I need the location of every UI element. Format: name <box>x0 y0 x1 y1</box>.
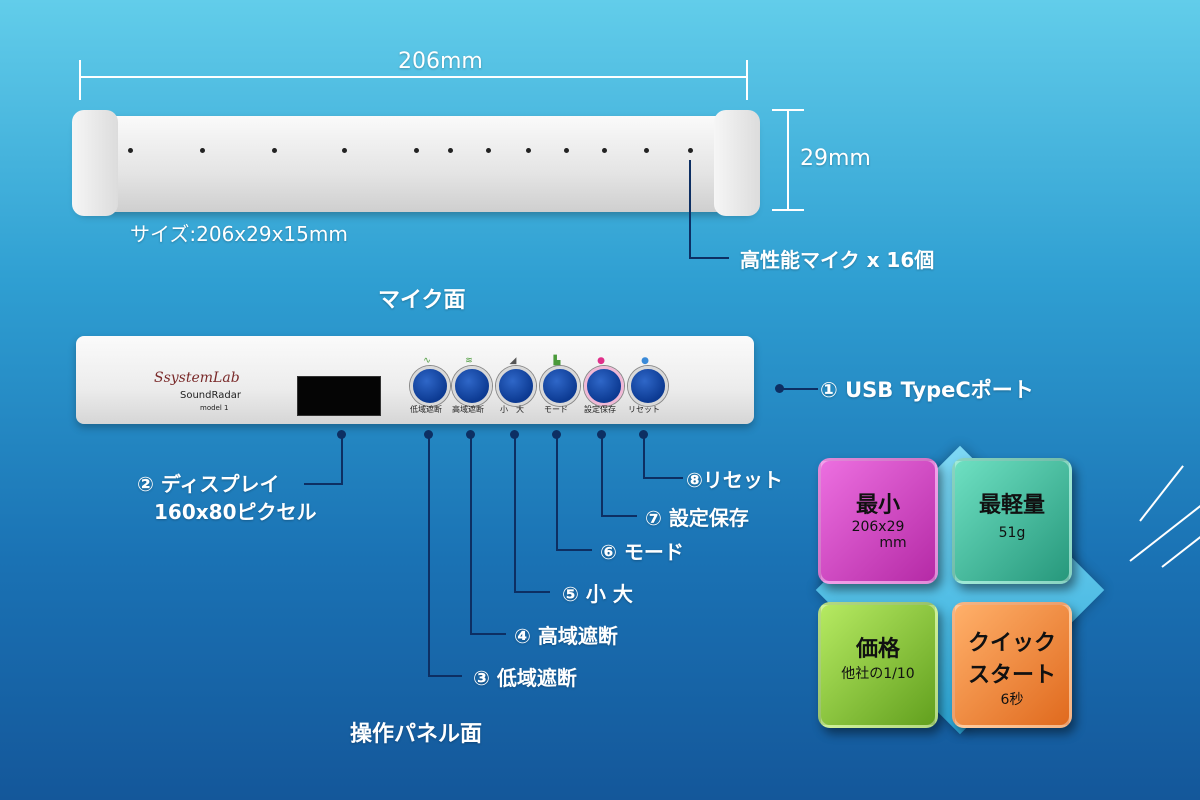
decor-line-3 <box>1139 465 1184 522</box>
tile-price-title: 価格 <box>855 637 900 662</box>
width-dimension-tick-right <box>746 60 748 100</box>
product-name: SoundRadar <box>180 390 241 401</box>
display-screen <box>297 376 381 416</box>
tile-smallest-line2: mm <box>879 535 907 551</box>
lowcut-icon: ∿ <box>423 356 431 366</box>
highcut-callout-line-h <box>470 633 506 635</box>
save-callout-line-h <box>601 515 637 517</box>
reset-callout-line-h <box>643 477 683 479</box>
tile-quick-start: クイック スタート 6秒 <box>952 602 1072 728</box>
height-dimension-tick-bottom <box>772 209 804 211</box>
tile-smallest-line1: 206x29 <box>851 519 905 535</box>
device-panel-side-image: SsystemLab SoundRadar model 1 ∿ 低域遮断 ≋ 高… <box>76 336 754 424</box>
height-dimension-tick-top <box>772 109 804 111</box>
width-dimension-label: 206mm <box>398 49 483 74</box>
lowcut-button[interactable] <box>410 366 450 406</box>
mode-icon: ▙ <box>553 356 561 366</box>
mode-button[interactable] <box>540 366 580 406</box>
tile-lightest: 最軽量 51g <box>952 458 1072 584</box>
tile-lightest-line1: 51g <box>998 525 1026 541</box>
tile-quick-line1: スタート <box>967 663 1056 688</box>
display-callout-line-h <box>304 483 343 485</box>
width-dimension-line <box>80 76 748 78</box>
volume-button-label: 小 大 <box>500 405 524 414</box>
decor-line-1 <box>1129 504 1200 562</box>
mic-callout-line <box>689 160 691 258</box>
model-name: model 1 <box>200 404 229 412</box>
volume-callout-label: ⑤ 小 大 <box>562 582 633 606</box>
highcut-button-label: 高域遮断 <box>452 405 484 414</box>
save-button-label: 設定保存 <box>584 405 616 414</box>
height-dimension-line <box>787 110 789 210</box>
end-cap-left <box>72 110 118 216</box>
reset-led-icon: ● <box>641 356 649 366</box>
mode-callout-label: ⑥ モード <box>600 540 684 564</box>
volume-icon: ◢ <box>509 356 517 366</box>
mic-callout-line-h <box>689 257 729 259</box>
reset-button-label: リセット <box>628 405 660 414</box>
lowcut-callout-line-h <box>428 675 462 677</box>
reset-button[interactable] <box>628 366 668 406</box>
reset-callout-line <box>643 434 645 478</box>
width-dimension-tick-left <box>79 60 81 100</box>
volume-button[interactable] <box>496 366 536 406</box>
tile-smallest: 最小 206x29 mm <box>818 458 938 584</box>
device-mic-side-image <box>72 110 760 216</box>
display-label-2: 160x80ピクセル <box>154 500 317 524</box>
end-cap-right <box>714 110 760 216</box>
mode-callout-line-h <box>556 549 592 551</box>
highcut-icon: ≋ <box>465 356 473 366</box>
lowcut-callout-label: ③ 低域遮断 <box>473 666 577 690</box>
height-dimension-label: 29mm <box>800 146 871 171</box>
save-callout-label: ⑦ 設定保存 <box>645 506 749 530</box>
mic-face-title: マイク面 <box>378 288 466 313</box>
tile-price-line1: 他社の1/10 <box>841 666 915 682</box>
highcut-callout-line <box>470 434 472 634</box>
display-callout-line <box>341 434 343 484</box>
save-button[interactable] <box>584 366 624 406</box>
usb-callout-line <box>780 388 818 390</box>
tile-price: 価格 他社の1/10 <box>818 602 938 728</box>
lowcut-button-label: 低域遮断 <box>410 405 442 414</box>
tile-smallest-title: 最小 <box>855 493 900 518</box>
display-label-1: ② ディスプレイ <box>137 472 280 496</box>
tile-quick-title: クイック <box>967 631 1056 656</box>
mic-count-label: 高性能マイク x 16個 <box>740 248 935 272</box>
save-led-icon: ● <box>597 356 605 366</box>
volume-callout-line-h <box>514 591 550 593</box>
size-text: サイズ:206x29x15mm <box>130 222 348 246</box>
tile-quick-line2: 6秒 <box>1000 692 1024 708</box>
lowcut-callout-line <box>428 434 430 676</box>
panel-face-title: 操作パネル面 <box>350 722 483 747</box>
mode-button-label: モード <box>544 405 568 414</box>
save-callout-line <box>601 434 603 516</box>
volume-callout-line <box>514 434 516 592</box>
mode-callout-line <box>556 434 558 550</box>
brand-logo: SsystemLab <box>154 370 240 386</box>
decor-line-2 <box>1161 529 1200 568</box>
highcut-callout-label: ④ 高域遮断 <box>514 624 618 648</box>
usb-port-label: ① USB TypeCポート <box>820 378 1034 402</box>
tile-lightest-title: 最軽量 <box>978 493 1045 518</box>
reset-callout-label: ⑧リセット <box>686 468 783 492</box>
usb-callout-dot <box>775 384 784 393</box>
highcut-button[interactable] <box>452 366 492 406</box>
